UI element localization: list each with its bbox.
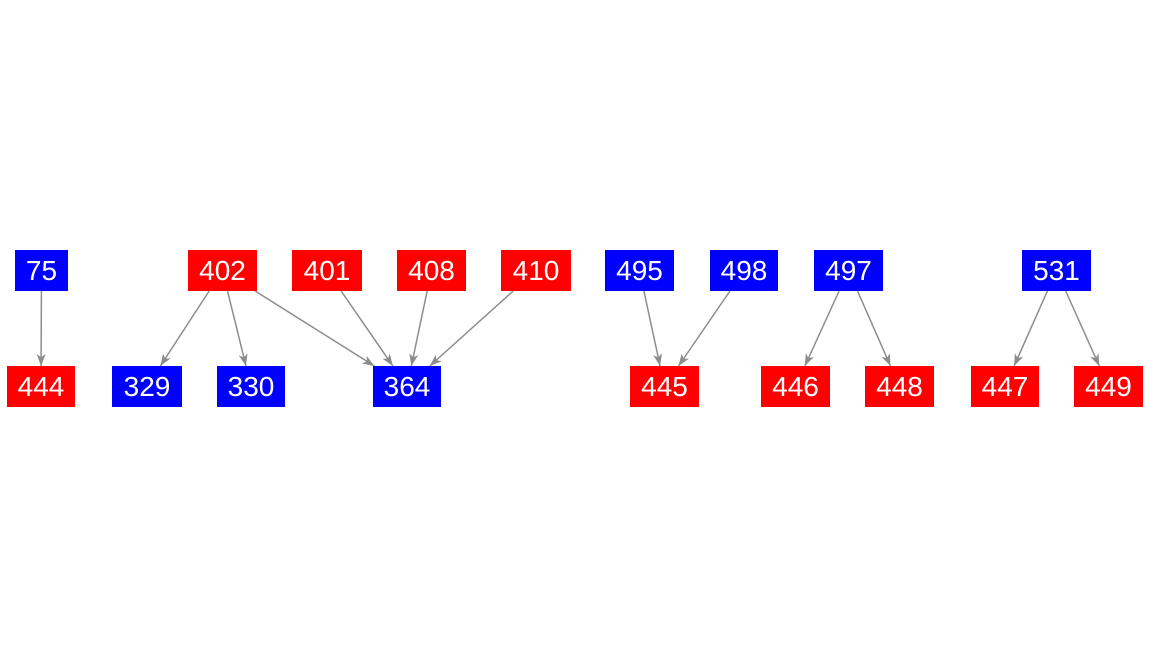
node-label: 495 bbox=[616, 254, 663, 286]
node-402[interactable]: 402 bbox=[188, 250, 257, 291]
edge-408-364 bbox=[409, 290, 428, 367]
edge-410-364 bbox=[429, 290, 514, 367]
node-label: 498 bbox=[720, 254, 768, 286]
node-447[interactable]: 447 bbox=[971, 366, 1039, 407]
node-label: 330 bbox=[227, 370, 275, 402]
node-446[interactable]: 446 bbox=[761, 366, 830, 407]
node-label: 329 bbox=[123, 370, 171, 402]
node-label: 75 bbox=[25, 254, 58, 286]
node-75[interactable]: 75 bbox=[15, 250, 68, 291]
edge-495-445 bbox=[643, 290, 662, 367]
node-498[interactable]: 498 bbox=[710, 250, 778, 291]
edge-402-330 bbox=[226, 290, 248, 367]
node-408[interactable]: 408 bbox=[397, 250, 466, 291]
node-495[interactable]: 495 bbox=[605, 250, 674, 291]
node-label: 531 bbox=[1033, 254, 1080, 286]
node-label: 364 bbox=[383, 370, 431, 402]
edge-531-449 bbox=[1065, 290, 1100, 367]
node-497[interactable]: 497 bbox=[814, 250, 883, 291]
node-329[interactable]: 329 bbox=[112, 366, 182, 407]
node-label: 444 bbox=[17, 370, 65, 402]
node-364[interactable]: 364 bbox=[373, 366, 441, 407]
node-410[interactable]: 410 bbox=[501, 250, 571, 291]
node-label: 401 bbox=[303, 254, 351, 286]
edge-497-448 bbox=[856, 290, 892, 367]
node-label: 408 bbox=[408, 254, 455, 286]
node-label: 446 bbox=[772, 370, 819, 402]
node-label: 449 bbox=[1085, 370, 1132, 402]
node-401[interactable]: 401 bbox=[292, 250, 362, 291]
node-444[interactable]: 444 bbox=[7, 366, 75, 407]
node-label: 402 bbox=[199, 254, 246, 286]
edge-402-329 bbox=[159, 290, 210, 367]
node-445[interactable]: 445 bbox=[630, 366, 699, 407]
node-448[interactable]: 448 bbox=[865, 366, 934, 407]
node-label: 448 bbox=[876, 370, 923, 402]
node-330[interactable]: 330 bbox=[217, 366, 285, 407]
node-label: 445 bbox=[641, 370, 688, 402]
node-label: 410 bbox=[512, 254, 560, 286]
node-label: 447 bbox=[981, 370, 1029, 402]
node-449[interactable]: 449 bbox=[1074, 366, 1143, 407]
edge-401-364 bbox=[340, 290, 394, 367]
edge-402-364 bbox=[254, 290, 375, 367]
edge-531-447 bbox=[1013, 290, 1049, 367]
node-label: 497 bbox=[825, 254, 872, 286]
edge-498-445 bbox=[677, 290, 731, 367]
edge-497-446 bbox=[804, 290, 840, 367]
node-531[interactable]: 531 bbox=[1022, 250, 1091, 291]
